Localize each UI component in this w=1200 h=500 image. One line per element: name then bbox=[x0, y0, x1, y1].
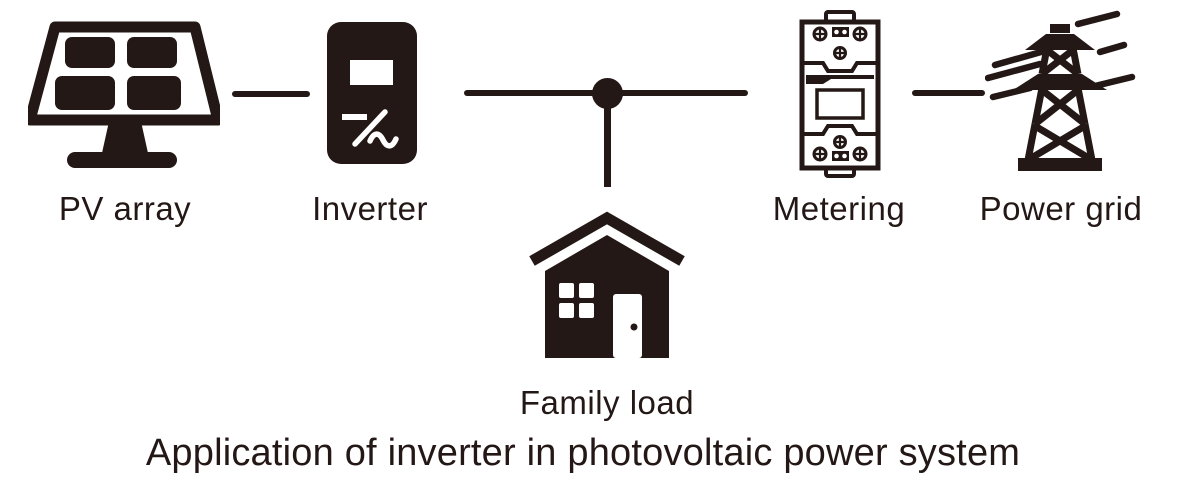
connector-pv-to-inverter bbox=[232, 91, 310, 97]
pv-array-label: PV array bbox=[58, 190, 192, 227]
inverter-label: Inverter bbox=[312, 190, 428, 227]
diagram-caption: Application of inverter in photovoltaic … bbox=[145, 432, 1021, 474]
pv-array-icon bbox=[28, 10, 220, 168]
inverter-icon bbox=[322, 20, 422, 168]
metering-icon bbox=[795, 8, 885, 180]
power-grid-icon bbox=[985, 8, 1145, 176]
connector-junction-to-house bbox=[604, 95, 611, 187]
family-load-icon bbox=[522, 210, 692, 362]
family-load-label: Family load bbox=[519, 384, 695, 421]
metering-label: Metering bbox=[772, 190, 906, 227]
connector-metering-to-grid bbox=[912, 90, 985, 96]
power-grid-label: Power grid bbox=[979, 190, 1143, 227]
